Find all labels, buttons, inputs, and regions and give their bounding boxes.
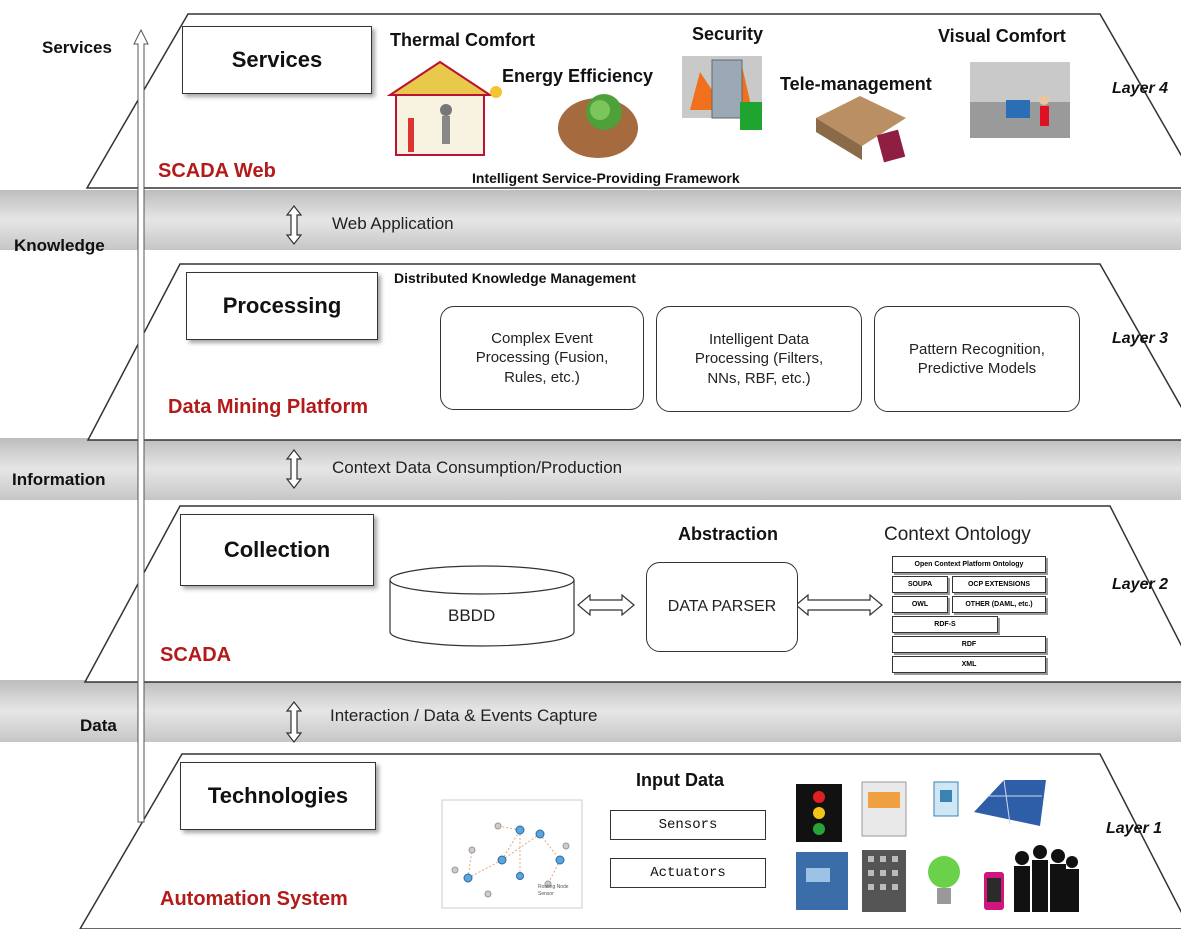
knowledge-management-caption: Distributed Knowledge Management (394, 270, 636, 286)
ontology-row-ocp-extensions: OCP EXTENSIONS (952, 576, 1046, 593)
actuators-box: Actuators (610, 858, 766, 888)
scada-label: SCADA (160, 644, 232, 666)
technologies-title-box: Technologies (180, 762, 376, 830)
band-1 (0, 190, 1181, 250)
wearable-sensor-image (933, 781, 959, 817)
thermal-comfort-label: Thermal Comfort (390, 30, 536, 50)
band-2 (0, 438, 1181, 500)
context-data-label: Context Data Consumption/Production (332, 458, 623, 477)
data-mining-platform-label: Data Mining Platform (168, 396, 369, 418)
band-3 (0, 680, 1181, 742)
pattern-recognition-box: Pattern Recognition, Predictive Models (874, 306, 1080, 412)
side-label-data: Data (80, 716, 117, 735)
ontology-row-rdf: RDF (892, 636, 1046, 653)
energy-efficiency-image (558, 94, 638, 158)
services-title-box: Services (182, 26, 372, 94)
side-label-knowledge: Knowledge (14, 236, 105, 255)
bbdd-label: BBDD (448, 606, 496, 625)
parser-ontology-arrow (795, 593, 883, 617)
visual-comfort-label: Visual Comfort (938, 26, 1066, 46)
collection-title-box: Collection (180, 514, 374, 586)
input-data-heading: Input Data (636, 770, 724, 790)
bbdd-cylinder (389, 565, 575, 647)
tele-management-image (816, 96, 906, 163)
layer-2-label: Layer 2 (1112, 576, 1169, 593)
automation-system-label: Automation System (160, 888, 348, 910)
smartphone-image (984, 872, 1004, 910)
thermal-comfort-image (386, 60, 502, 156)
ontology-row-owl: OWL (892, 596, 948, 613)
green-bulb-image (928, 856, 960, 904)
ontology-row-xml: XML (892, 656, 1046, 673)
web-application-label: Web Application (332, 214, 454, 233)
energy-meter-image (861, 781, 907, 837)
updown-arrow-2 (285, 449, 303, 489)
traffic-light-image (796, 784, 842, 842)
scada-web-label: SCADA Web (158, 160, 276, 182)
service-framework-caption: Intelligent Service-Providing Framework (472, 170, 740, 186)
layer-4-label: Layer 4 (1112, 80, 1169, 97)
updown-arrow-3 (285, 701, 303, 743)
graph-legend-sensor: Sensor (538, 890, 554, 897)
building-image (862, 850, 906, 912)
visual-comfort-image (970, 62, 1070, 138)
context-ontology-heading: Context Ontology (884, 524, 1031, 545)
ontology-row-soupa: SOUPA (892, 576, 948, 593)
layer-1-label: Layer 1 (1106, 820, 1163, 837)
people-silhouette-image (1014, 845, 1079, 912)
energy-efficiency-label: Energy Efficiency (502, 66, 654, 86)
solar-panel-image (974, 779, 1046, 826)
side-label-services: Services (42, 38, 112, 57)
updown-arrow-1 (285, 205, 303, 245)
processing-title-box: Processing (186, 272, 378, 340)
layer-3-label: Layer 3 (1112, 330, 1169, 347)
security-image (682, 56, 762, 130)
graph-legend: Routing Node Sensor (538, 884, 569, 897)
intelligent-data-processing-box: Intelligent Data Processing (Filters, NN… (656, 306, 862, 412)
complex-event-processing-box: Complex Event Processing (Fusion, Rules,… (440, 306, 644, 410)
vertical-up-arrow (133, 28, 149, 823)
security-label: Security (692, 24, 764, 44)
interaction-capture-label: Interaction / Data & Events Capture (330, 706, 598, 725)
tele-management-label: Tele-management (780, 74, 932, 94)
ontology-row-other: OTHER (DAML, etc.) (952, 596, 1046, 613)
ontology-row-ocp: Open Context Platform Ontology (892, 556, 1046, 573)
ontology-row-rdfs: RDF-S (892, 616, 998, 633)
sensor-network-image (441, 799, 583, 909)
bbdd-parser-arrow (577, 593, 635, 617)
sensors-box: Sensors (610, 810, 766, 840)
side-label-information: Information (12, 470, 106, 489)
graph-legend-routing-node: Routing Node (538, 884, 569, 890)
data-parser-box: DATA PARSER (646, 562, 798, 652)
abstraction-label: Abstraction (678, 524, 779, 544)
surveillance-image (796, 852, 848, 910)
